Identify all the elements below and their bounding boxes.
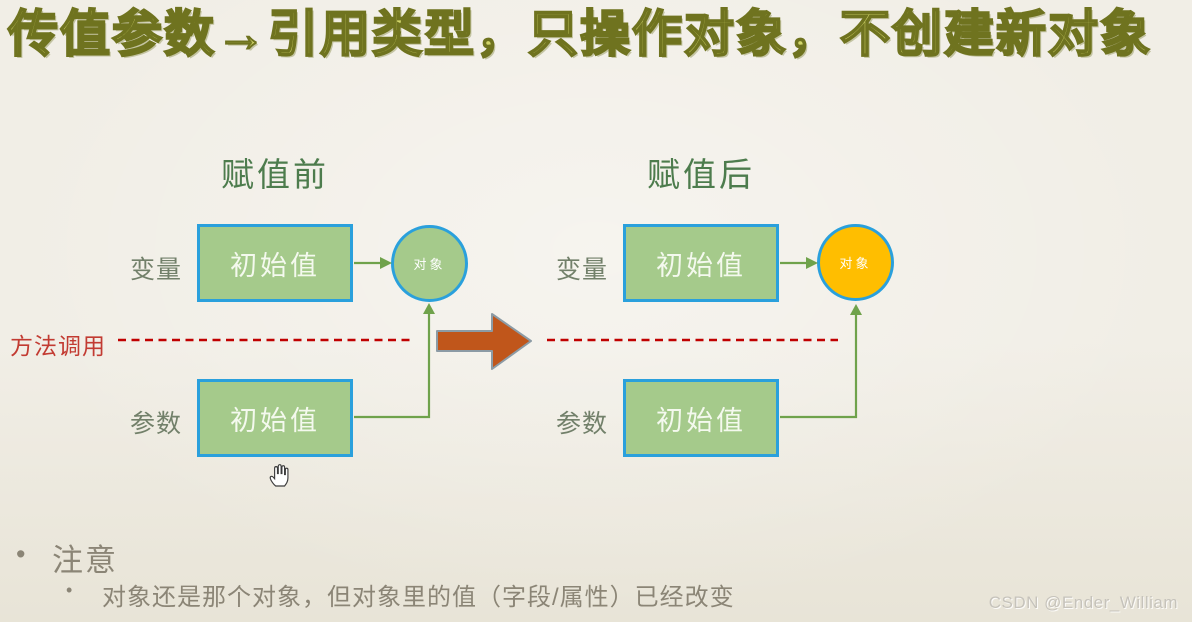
- method-call-label: 方法调用: [10, 333, 106, 359]
- initial-value-box-after-variable: 初始值: [623, 224, 779, 302]
- slide-title: 传值参数→引用类型，只操作对象，不创建新对象: [7, 5, 1152, 63]
- object-circle-after: 对象: [817, 224, 894, 301]
- note-detail-text: 对象还是那个对象，但对象里的值（字段/属性）已经改变: [102, 584, 735, 611]
- initial-value-label: 初始值: [230, 405, 320, 436]
- note-heading: 注意: [52, 543, 118, 578]
- initial-value-box-after-parameter: 初始值: [623, 379, 779, 457]
- initial-value-box-before-parameter: 初始值: [197, 379, 353, 457]
- transition-arrow-icon: [436, 313, 532, 370]
- note-subbullet-icon: •: [66, 580, 73, 600]
- heading-before-assignment: 赋值前: [221, 156, 329, 193]
- object-label: 对象: [839, 256, 872, 271]
- object-label: 对象: [413, 257, 446, 272]
- note-bullet-icon: •: [16, 539, 26, 569]
- initial-value-box-before-variable: 初始值: [197, 224, 353, 302]
- connector-after-parameter-to-object: [780, 313, 858, 419]
- connector-before-parameter-to-object: [354, 312, 431, 419]
- initial-value-label: 初始值: [656, 250, 746, 281]
- variable-label-after: 变量: [555, 256, 608, 284]
- initial-value-label: 初始值: [230, 250, 320, 281]
- initial-value-label: 初始值: [656, 405, 746, 436]
- arrowhead-icon: [423, 303, 435, 314]
- parameter-label-before: 参数: [129, 410, 182, 438]
- object-circle-before: 对象: [391, 225, 468, 302]
- heading-after-assignment: 赋值后: [647, 156, 755, 193]
- watermark: CSDN @Ender_William: [988, 593, 1178, 612]
- variable-label-before: 变量: [129, 256, 182, 284]
- hand-cursor-icon: [269, 464, 289, 487]
- parameter-label-after: 参数: [555, 410, 608, 438]
- arrowhead-icon: [850, 304, 862, 315]
